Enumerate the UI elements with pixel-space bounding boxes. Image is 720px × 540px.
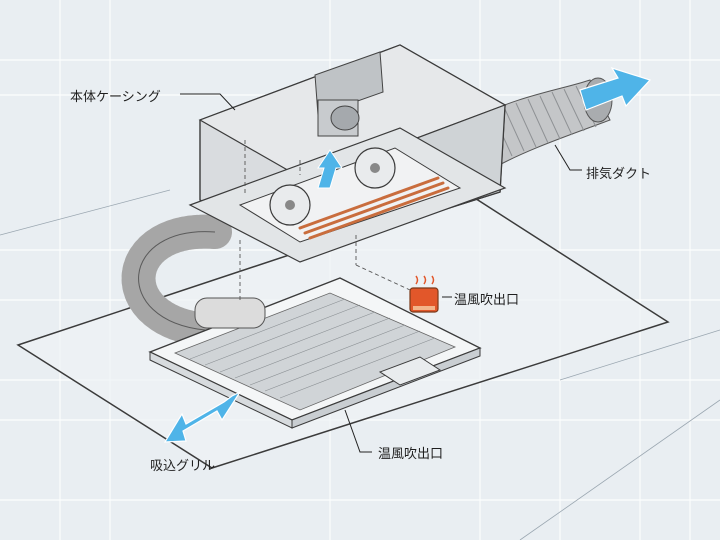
air-flow-arrow-icon	[163, 390, 242, 443]
flexible-duct	[121, 214, 232, 347]
grille-mesh	[173, 292, 457, 411]
heater-tubes	[298, 176, 450, 240]
warm-air-outlet-label-bottom: 温風吹出口	[378, 447, 444, 462]
perspective-lines	[0, 189, 720, 540]
intake-grille-unit	[148, 277, 482, 429]
leader-lines	[180, 93, 582, 453]
main-casing-label: 本体ケーシング	[70, 90, 161, 105]
warm-air-outlet-label-top: 温風吹出口	[454, 293, 520, 308]
heater-icon	[409, 275, 439, 313]
exhaust-duct-label: 排気ダクト	[586, 167, 652, 182]
air-flow-arrow-icon	[579, 66, 652, 111]
main-casing	[188, 44, 507, 300]
air-flow-arrow-icon	[317, 149, 343, 189]
intake-grille-label: 吸込グリル	[150, 459, 216, 474]
